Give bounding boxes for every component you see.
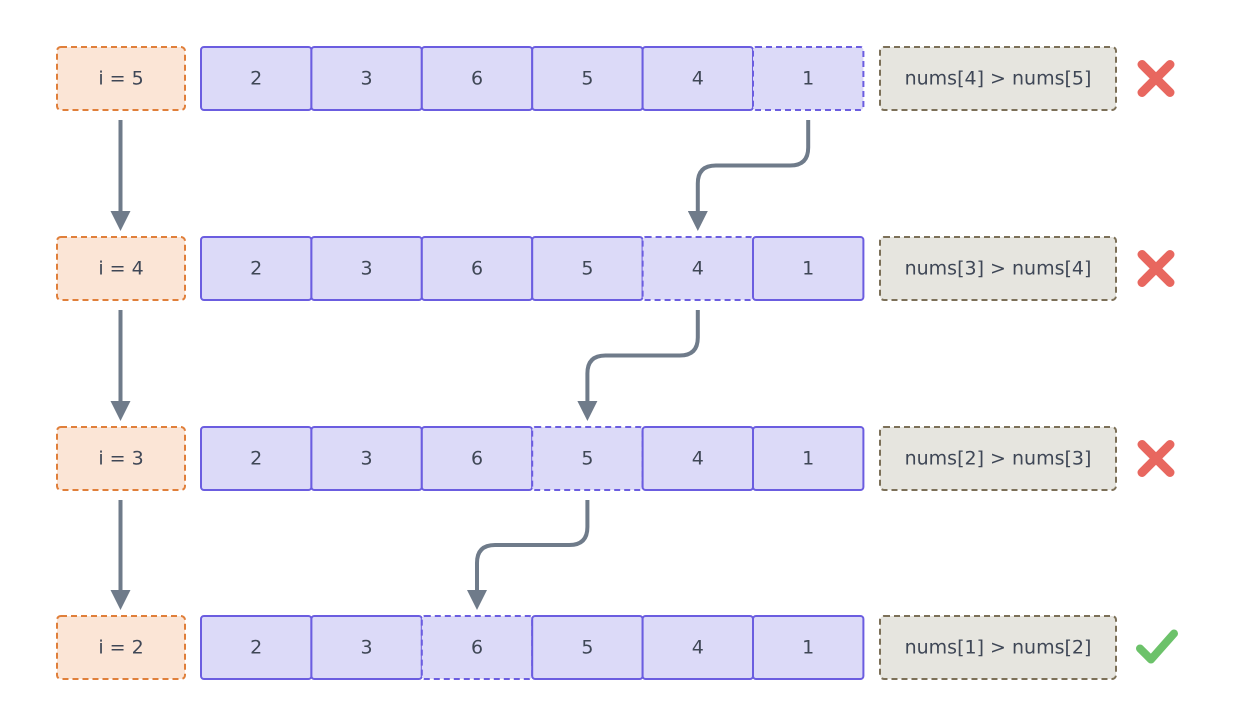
index-label: i = 3	[98, 448, 143, 470]
array-cell-value: 1	[802, 258, 814, 280]
array-cell-value: 2	[250, 68, 262, 90]
array-cell-value: 2	[250, 258, 262, 280]
array-cell	[752, 236, 865, 301]
array-cell-value: 4	[692, 448, 704, 470]
index-label: i = 4	[98, 258, 143, 280]
array-cell-value: 6	[471, 68, 483, 90]
step-row: i = 2 2 3 6 5 4 1 nums[1] > nums[2]	[56, 615, 1178, 680]
cross-icon	[1137, 440, 1175, 477]
array-cell-value: 6	[471, 448, 483, 470]
array-cell-highlighted	[531, 426, 644, 491]
array-cell-value: 1	[802, 637, 814, 659]
array-cell-value: 1	[802, 448, 814, 470]
step-row: i = 3 2 3 6 5 4 1 nums[2] > nums[3]	[56, 426, 1175, 491]
condition-box	[879, 426, 1117, 491]
array-cell-value: 5	[581, 68, 593, 90]
array-cell-value: 3	[361, 637, 373, 659]
step-row: i = 4 2 3 6 5 4 1 nums[3] > nums[4]	[56, 236, 1175, 301]
array: 2 3 6 5 4 1	[200, 426, 865, 491]
index-box	[56, 236, 186, 301]
array-cell-value: 5	[581, 637, 593, 659]
condition-box	[879, 46, 1117, 111]
check-icon	[1136, 629, 1178, 664]
condition-label: nums[1] > nums[2]	[905, 637, 1092, 659]
array-cell-value: 3	[361, 68, 373, 90]
array-cell-value: 4	[692, 258, 704, 280]
array-cell-value: 4	[692, 637, 704, 659]
index-box	[56, 46, 186, 111]
array-cell-value: 6	[471, 258, 483, 280]
array-cell-value: 1	[802, 68, 814, 90]
array: 2 3 6 5 4 1	[200, 46, 865, 111]
index-box	[56, 426, 186, 491]
move-arrow	[577, 310, 700, 421]
array: 2 3 6 5 4 1	[200, 615, 865, 680]
condition-label: nums[3] > nums[4]	[905, 258, 1092, 280]
index-label: i = 5	[98, 68, 143, 90]
index-label: i = 2	[98, 637, 143, 659]
array-cell-value: 2	[250, 637, 262, 659]
array-cell-value: 2	[250, 448, 262, 470]
array-cell-value: 3	[361, 258, 373, 280]
condition-label: nums[4] > nums[5]	[905, 68, 1092, 90]
array-cell-value: 4	[692, 68, 704, 90]
array-cell-value: 5	[581, 258, 593, 280]
array-cell-value: 5	[581, 448, 593, 470]
cross-icon	[1137, 60, 1175, 97]
array-cell-value: 6	[471, 637, 483, 659]
condition-label: nums[2] > nums[3]	[905, 448, 1092, 470]
move-arrow	[687, 120, 811, 231]
condition-box	[879, 236, 1117, 301]
step-row: i = 5 2 3 6 5 4 1 nums[4] > nums[5]	[56, 46, 1175, 111]
index-box	[56, 615, 186, 680]
condition-box	[879, 615, 1117, 680]
array: 2 3 6 5 4 1	[200, 236, 865, 301]
cross-icon	[1137, 250, 1175, 287]
array-cell	[752, 426, 865, 491]
array-cell	[752, 615, 865, 680]
array-cell-value: 3	[361, 448, 373, 470]
array-cell-highlighted	[641, 236, 754, 301]
move-arrow	[467, 500, 590, 610]
array-cell-highlighted	[752, 46, 865, 111]
array-cell-highlighted	[420, 615, 534, 680]
